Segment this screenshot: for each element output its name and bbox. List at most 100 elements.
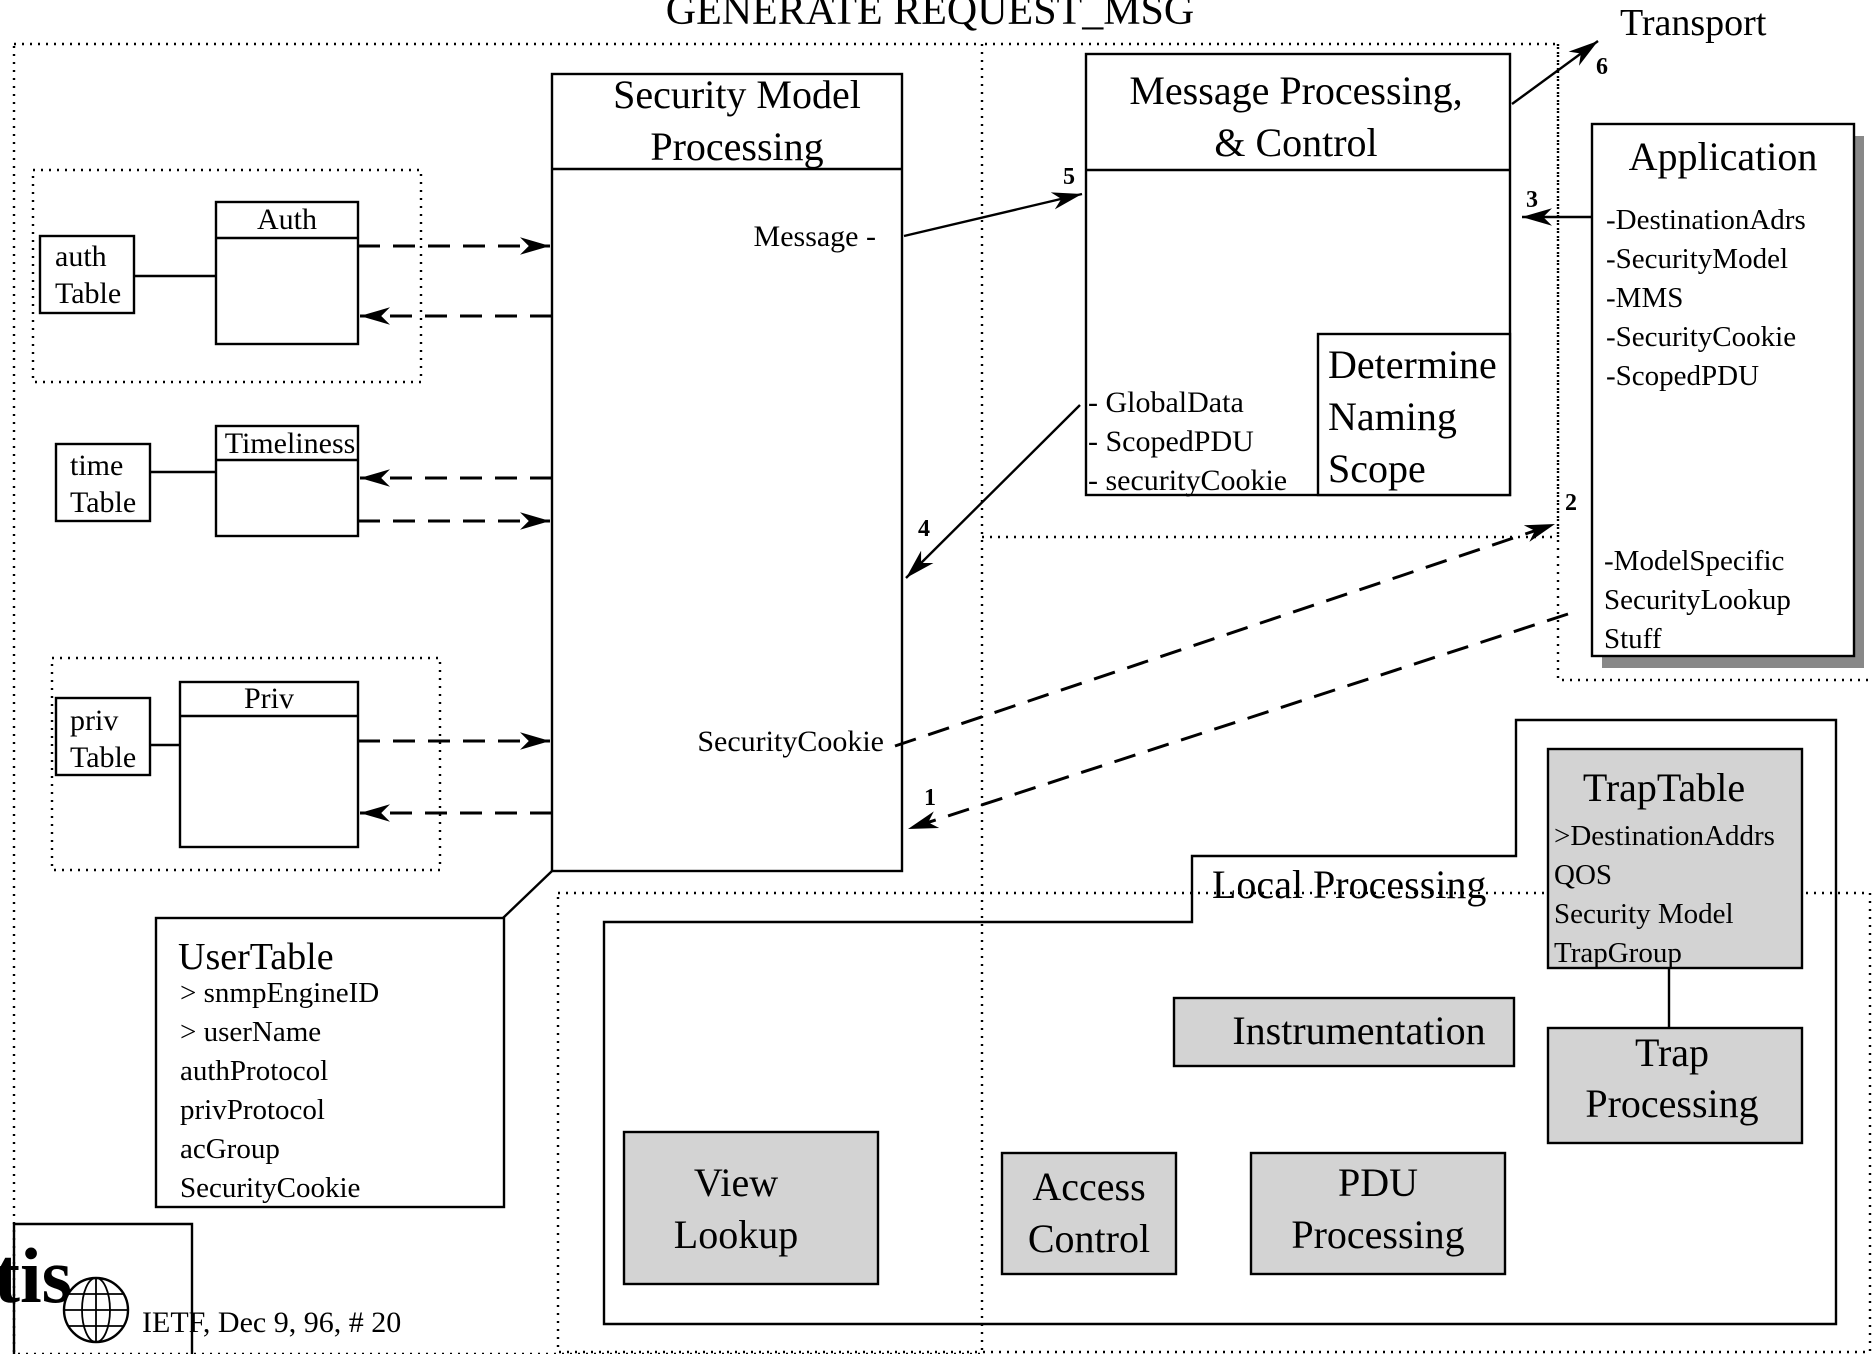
footer: tis IETF, Dec 9, 96, # 20 (0, 1222, 401, 1354)
instrumentation-label: Instrumentation (1232, 1008, 1485, 1053)
step-number-1: 1 (924, 785, 936, 811)
flow-step-1-arrow (907, 612, 1569, 831)
instrumentation-box (1172, 996, 1516, 1068)
step-number-4: 4 (918, 516, 930, 542)
security-model-box (550, 72, 904, 873)
view-lookup-line-2: Lookup (674, 1212, 798, 1257)
user-table-field-2: > userName (180, 1016, 321, 1048)
security-cookie-label: SecurityCookie (697, 725, 884, 758)
step-number-5: 5 (1063, 164, 1075, 190)
user-table: UserTable > snmpEngineID > userName auth… (154, 870, 553, 1209)
access-control-line-1: Access (1032, 1164, 1145, 1209)
flow-step-5-arrow (903, 192, 1083, 238)
priv-region (50, 656, 442, 872)
security-cookie-item: - securityCookie (1088, 464, 1287, 497)
footer-text: IETF, Dec 9, 96, # 20 (142, 1306, 401, 1339)
auth-group: auth Table Auth (38, 200, 360, 346)
transport-label: Transport (1620, 2, 1767, 44)
priv-table-line-2: Table (70, 741, 136, 774)
pdu-processing-line-2: Processing (1291, 1212, 1464, 1257)
flow-step-6-arrow (1511, 40, 1599, 105)
tis-logo: tis (0, 1232, 72, 1319)
flow-step-2-arrow (894, 522, 1556, 748)
trap-table-box (1546, 747, 1804, 970)
timeliness-module-label: Timeliness (225, 427, 356, 460)
auth-table-box (38, 234, 136, 315)
flow-arrows: 1 2 3 4 5 6 (894, 40, 1608, 831)
application-title: Application (1629, 134, 1818, 179)
app-param-security-model: -SecurityModel (1606, 243, 1788, 275)
app-param-scoped-pdu: -ScopedPDU (1606, 360, 1759, 392)
footer-frame (12, 1222, 194, 1354)
user-table-field-5: acGroup (180, 1133, 280, 1165)
time-table-box (54, 442, 152, 523)
message-processing-control: Message Processing, & Control - GlobalDa… (1084, 52, 1512, 497)
view-lookup-box (622, 1130, 880, 1286)
pdu-processing-box (1249, 1151, 1507, 1276)
region-borders (12, 42, 1872, 1354)
access-control-line-2: Control (1028, 1216, 1150, 1261)
scoped-pdu-item: - ScopedPDU (1088, 425, 1254, 458)
time-table-line-1: time (70, 449, 123, 482)
determine-scope-line-2: Naming (1328, 394, 1457, 439)
trap-processing-line-2: Processing (1585, 1081, 1758, 1126)
app-lookup-line-2: SecurityLookup (1604, 584, 1791, 616)
message-processing-title-2: & Control (1214, 120, 1377, 165)
local-processing-frame (602, 718, 1838, 1326)
priv-group: priv Table Priv (54, 680, 360, 849)
diagram-title: GENERATE REQUEST_MSG (666, 0, 1195, 34)
pdu-processing-line-1: PDU (1338, 1160, 1418, 1205)
trap-table-title: TrapTable (1583, 765, 1745, 810)
view-lookup-line-1: View (694, 1160, 778, 1205)
priv-table-box (54, 696, 152, 777)
global-data-item: - GlobalData (1088, 386, 1244, 419)
application: Application -DestinationAdrs -SecurityMo… (1590, 122, 1864, 668)
determine-scope-line-3: Scope (1328, 446, 1426, 491)
trap-table-field-1: >DestinationAddrs (1554, 820, 1775, 852)
timeliness-module-box (214, 424, 360, 538)
security-model-processing: Security Model Processing Message - Secu… (550, 72, 904, 873)
trap-table-field-2: QOS (1554, 859, 1612, 891)
app-param-security-cookie: -SecurityCookie (1606, 321, 1796, 353)
user-table-field-1: > snmpEngineID (180, 977, 379, 1009)
priv-module-label: Priv (244, 682, 294, 715)
user-table-field-4: privProtocol (180, 1094, 325, 1126)
priv-module-box (178, 680, 360, 849)
step-number-6: 6 (1596, 54, 1608, 80)
globe-icon (62, 1276, 130, 1344)
message-label: Message - (754, 220, 876, 253)
user-table-title: UserTable (178, 936, 334, 978)
priv-table-line-1: priv (70, 704, 118, 737)
module-dashed-arrows (358, 237, 552, 822)
time-table-line-2: Table (70, 486, 136, 519)
trap-processing-box (1546, 1026, 1804, 1145)
app-lookup-line-3: Stuff (1604, 623, 1662, 655)
trap-processing-line-1: Trap (1635, 1030, 1709, 1075)
message-processing-title-1: Message Processing, (1129, 68, 1462, 113)
auth-table-line-1: auth (55, 240, 107, 273)
user-table-field-6: SecurityCookie (180, 1172, 360, 1204)
determine-scope-line-1: Determine (1328, 342, 1497, 387)
access-control-box (1000, 1151, 1178, 1276)
local-processing-region (556, 891, 1872, 1354)
auth-module-label: Auth (257, 203, 317, 236)
security-model-title-2: Processing (650, 124, 823, 169)
step-number-3: 3 (1526, 187, 1538, 213)
auth-module-box (214, 200, 360, 346)
user-table-box (154, 916, 506, 1209)
step-number-2: 2 (1565, 490, 1577, 516)
app-lookup-line-1: -ModelSpecific (1604, 545, 1784, 577)
trap-table-field-3: Security Model (1554, 898, 1734, 930)
app-param-mms: -MMS (1606, 282, 1683, 314)
app-param-destination: -DestinationAdrs (1606, 204, 1806, 236)
trap-table-field-4: TrapGroup (1554, 937, 1682, 969)
application-box (1590, 122, 1856, 658)
auth-region (31, 168, 423, 384)
auth-table-line-2: Table (55, 277, 121, 310)
local-processing: Local Processing TrapTable >DestinationA… (602, 718, 1838, 1326)
local-processing-title: Local Processing (1212, 862, 1486, 907)
timeliness-group: time Table Timeliness (54, 424, 360, 538)
determine-naming-scope-box (1316, 332, 1512, 497)
user-table-field-3: authProtocol (180, 1055, 328, 1087)
